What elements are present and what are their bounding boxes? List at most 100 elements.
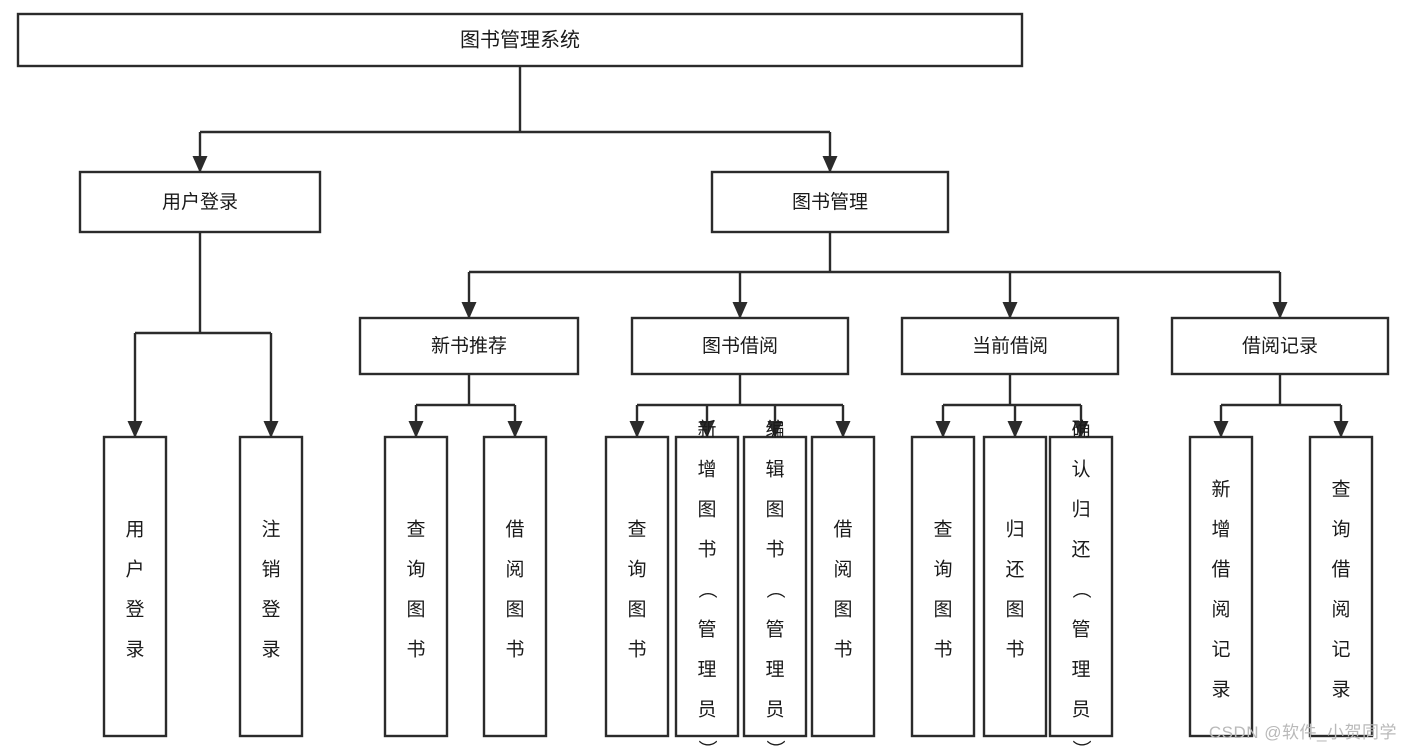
node-box[interactable] bbox=[810, 435, 876, 738]
node-label-char: 阅 bbox=[1211, 598, 1230, 620]
node-leaf-user-login[interactable]: 用户登录 bbox=[102, 435, 168, 738]
node-new-book-recommend[interactable]: 新书推荐 bbox=[358, 316, 580, 376]
node-layer: 图书管理系统用户登录图书管理新书推荐图书借阅当前借阅借阅记录用户登录注销登录查询… bbox=[16, 12, 1390, 747]
node-label-char: 查 bbox=[933, 518, 952, 540]
node-label-char: （ bbox=[764, 580, 786, 599]
connector-layer bbox=[127, 66, 1349, 438]
node-label-char: 询 bbox=[933, 558, 952, 580]
node-label-char: 借 bbox=[1211, 558, 1230, 580]
node-current-borrow[interactable]: 当前借阅 bbox=[900, 316, 1120, 376]
node-box[interactable] bbox=[16, 12, 1024, 68]
node-box[interactable] bbox=[358, 316, 580, 376]
node-label-char: 录 bbox=[125, 639, 144, 660]
node-book-borrow[interactable]: 图书借阅 bbox=[630, 316, 850, 376]
arrow-head-icon bbox=[835, 421, 851, 438]
arrow-head-icon bbox=[699, 421, 715, 438]
node-label-char: 图 bbox=[697, 499, 716, 520]
node-label-char: 书 bbox=[627, 638, 646, 660]
arrow-head-icon bbox=[1007, 421, 1023, 438]
node-label-char: 阅 bbox=[833, 558, 852, 580]
node-label-char: 记 bbox=[1211, 638, 1230, 660]
node-box[interactable] bbox=[674, 435, 740, 738]
node-label-char: 书 bbox=[697, 538, 716, 560]
node-box[interactable] bbox=[1308, 435, 1374, 738]
node-label-char: 借 bbox=[1331, 558, 1350, 580]
node-label-char: 记 bbox=[1331, 638, 1350, 660]
arrow-head-icon bbox=[507, 421, 523, 438]
node-label-char: 借 bbox=[505, 518, 524, 540]
node-label-char: 还 bbox=[1071, 538, 1090, 560]
node-box[interactable] bbox=[742, 435, 808, 738]
node-label-char: 借 bbox=[833, 518, 852, 540]
node-box[interactable] bbox=[102, 435, 168, 738]
node-label-char: 员 bbox=[765, 699, 784, 720]
node-box[interactable] bbox=[383, 435, 449, 738]
node-label-char: 图 bbox=[627, 599, 646, 620]
node-label: 图书管理 bbox=[792, 191, 868, 213]
node-label-char: 管 bbox=[765, 618, 784, 640]
arrow-head-icon bbox=[461, 302, 477, 319]
node-label-char: 书 bbox=[1005, 638, 1024, 660]
arrow-head-icon bbox=[629, 421, 645, 438]
node-label-char: ） bbox=[764, 740, 786, 747]
node-label-char: 图 bbox=[406, 599, 425, 620]
node-label-char: 书 bbox=[406, 638, 425, 660]
arrow-head-icon bbox=[1002, 302, 1018, 319]
node-box[interactable] bbox=[482, 435, 548, 738]
node-label-char: 登 bbox=[125, 598, 144, 620]
node-box[interactable] bbox=[78, 170, 322, 234]
node-label-char: 询 bbox=[406, 558, 425, 580]
node-label-char: 登 bbox=[261, 598, 280, 620]
arrow-head-icon bbox=[1213, 421, 1229, 438]
arrow-head-icon bbox=[1333, 421, 1349, 438]
node-label-char: 图 bbox=[933, 599, 952, 620]
node-box[interactable] bbox=[710, 170, 950, 234]
node-label-char: ） bbox=[696, 740, 718, 747]
node-root[interactable]: 图书管理系统 bbox=[16, 12, 1024, 68]
node-label-char: 认 bbox=[1071, 458, 1090, 480]
node-box[interactable] bbox=[1048, 435, 1114, 738]
node-box[interactable] bbox=[604, 435, 670, 738]
node-label-char: 录 bbox=[261, 639, 280, 660]
node-book-manage[interactable]: 图书管理 bbox=[710, 170, 950, 234]
node-box[interactable] bbox=[1188, 435, 1254, 738]
node-label: 当前借阅 bbox=[972, 335, 1048, 357]
node-label-char: 销 bbox=[261, 558, 280, 580]
node-user-login[interactable]: 用户登录 bbox=[78, 170, 322, 234]
node-label: 图书借阅 bbox=[702, 335, 778, 357]
node-label: 新书推荐 bbox=[431, 335, 507, 357]
node-label-char: 书 bbox=[833, 638, 852, 660]
node-label: 用户登录 bbox=[162, 191, 238, 213]
node-label-char: 理 bbox=[697, 659, 716, 680]
node-label-char: 归 bbox=[1071, 498, 1090, 520]
arrow-head-icon bbox=[732, 302, 748, 319]
node-label-char: 户 bbox=[125, 558, 144, 580]
arrow-head-icon bbox=[263, 421, 279, 438]
node-box[interactable] bbox=[630, 316, 850, 376]
node-box[interactable] bbox=[982, 435, 1048, 738]
node-box[interactable] bbox=[238, 435, 304, 738]
node-label-char: 图 bbox=[765, 499, 784, 520]
node-box[interactable] bbox=[900, 316, 1120, 376]
node-label-char: ） bbox=[1070, 740, 1092, 747]
node-box[interactable] bbox=[1170, 316, 1390, 376]
node-label-char: 查 bbox=[627, 518, 646, 540]
node-label: 借阅记录 bbox=[1242, 335, 1318, 357]
node-borrow-record[interactable]: 借阅记录 bbox=[1170, 316, 1390, 376]
node-label-char: 员 bbox=[1071, 699, 1090, 720]
node-box[interactable] bbox=[910, 435, 976, 738]
arrow-head-icon bbox=[1272, 302, 1288, 319]
node-label-char: 录 bbox=[1211, 679, 1230, 700]
